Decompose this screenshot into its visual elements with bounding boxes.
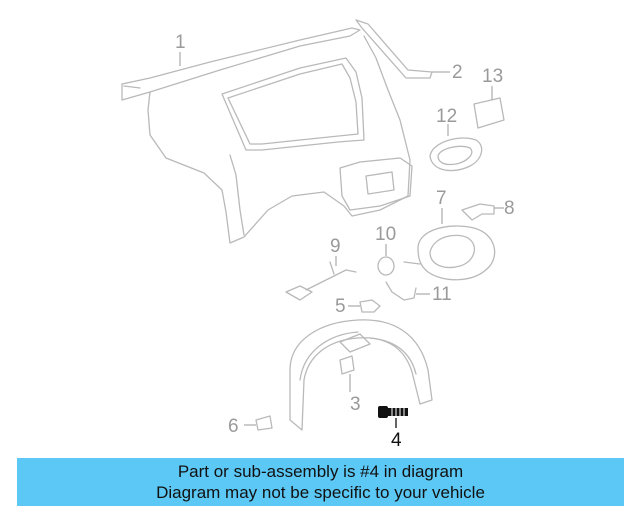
fender-liner-part (289, 319, 433, 431)
fastener-6-part (255, 415, 273, 431)
clip-part (359, 299, 381, 313)
screw-part (378, 406, 408, 418)
callout-4: 4 (391, 430, 402, 450)
callout-10: 10 (375, 224, 396, 245)
callout-3: 3 (350, 394, 361, 415)
housing-part (429, 137, 483, 172)
callout-5: 5 (335, 296, 346, 317)
callout-6: 6 (228, 416, 239, 437)
callout-8: 8 (504, 198, 515, 219)
emblem-part (473, 97, 505, 129)
callout-7: 7 (436, 188, 447, 209)
callout-2: 2 (452, 62, 463, 83)
quarter-panel-part (121, 27, 413, 244)
bracket-part (461, 203, 495, 221)
callout-9: 9 (330, 236, 341, 257)
parts-diagram: 1 2 3 4 5 6 7 8 9 10 11 12 13 (121, 19, 515, 450)
cable-part (285, 261, 357, 301)
fuel-door-part (403, 225, 496, 281)
callout-12: 12 (436, 106, 457, 127)
grommet-part (377, 256, 395, 276)
callout-1: 1 (175, 32, 186, 53)
banner-line-part-number: Part or sub-assembly is #4 in diagram (177, 462, 464, 481)
callout-13: 13 (482, 66, 503, 87)
info-banner: Part or sub-assembly is #4 in diagram Di… (17, 458, 624, 506)
banner-line-disclaimer: Diagram may not be specific to your vehi… (156, 483, 485, 502)
hose-part (385, 281, 417, 301)
callout-11: 11 (432, 284, 452, 305)
trim-strip-part (355, 19, 433, 79)
